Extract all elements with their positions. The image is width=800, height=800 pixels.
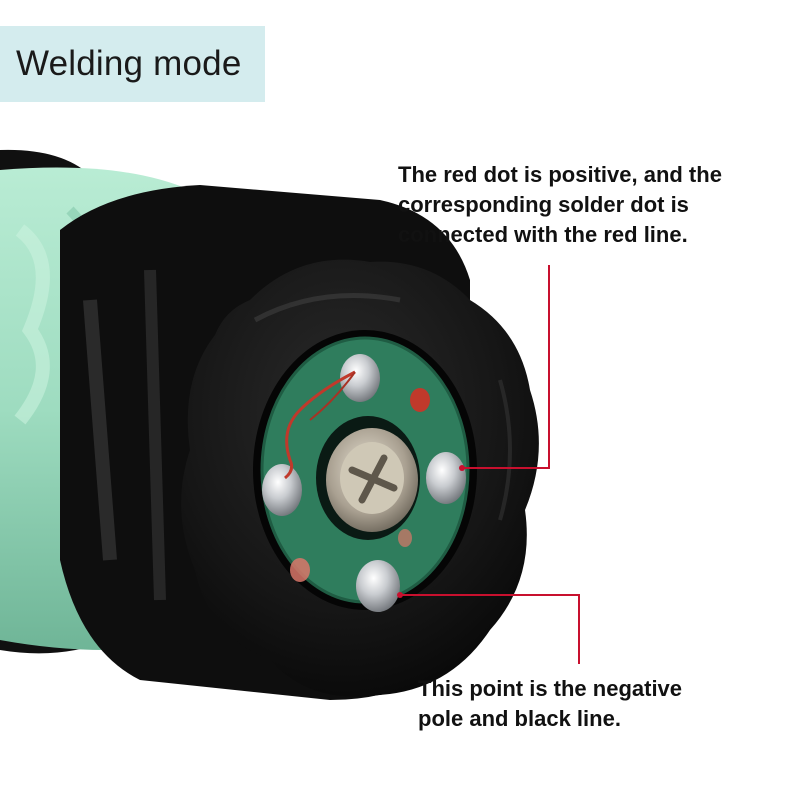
red-wire (284, 370, 356, 480)
solder-point-bottom (356, 560, 400, 612)
positive-annotation: The red dot is positive, and the corresp… (398, 160, 778, 250)
leader-line-negative (400, 594, 580, 664)
positive-annotation-line: connected with the red line. (398, 222, 688, 247)
solder-point-left (262, 464, 302, 516)
positive-annotation-line: corresponding solder dot is (398, 192, 689, 217)
leader-line-positive (462, 265, 550, 469)
positive-annotation-line: The red dot is positive, and the (398, 162, 722, 187)
solder-point-top (340, 354, 380, 402)
solder-point-right (426, 452, 466, 504)
welding-mode-badge: Welding mode (0, 26, 265, 102)
welding-mode-label: Welding mode (16, 44, 242, 83)
negative-annotation-line: This point is the negative (418, 676, 683, 701)
negative-annotation: This point is the negative pole and blac… (418, 674, 778, 734)
negative-annotation-line: pole and black line. (418, 706, 621, 731)
red-dot-positive (410, 388, 430, 412)
